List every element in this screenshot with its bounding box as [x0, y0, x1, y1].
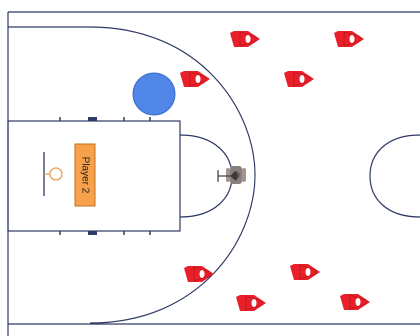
lane-hash-marks	[60, 117, 150, 235]
traffic-cone-icon[interactable]	[340, 294, 370, 310]
coach-figure-icon[interactable]	[218, 166, 246, 184]
traffic-cone-icon[interactable]	[290, 264, 320, 280]
center-circle	[370, 135, 420, 217]
traffic-cone-icon[interactable]	[236, 295, 266, 311]
traffic-cone-icon[interactable]	[180, 71, 210, 87]
traffic-cone-icon[interactable]	[334, 31, 364, 47]
player-2-marker[interactable]: Player 2	[75, 144, 95, 206]
court-boundary	[8, 12, 420, 336]
blue-ball-marker[interactable]	[133, 73, 175, 115]
hoop-rim	[50, 168, 62, 180]
traffic-cone-icon[interactable]	[230, 31, 260, 47]
traffic-cone-icon[interactable]	[184, 266, 214, 282]
cones-group	[180, 31, 370, 311]
player-tag-label: Player 2	[79, 157, 90, 194]
traffic-cone-icon[interactable]	[284, 71, 314, 87]
